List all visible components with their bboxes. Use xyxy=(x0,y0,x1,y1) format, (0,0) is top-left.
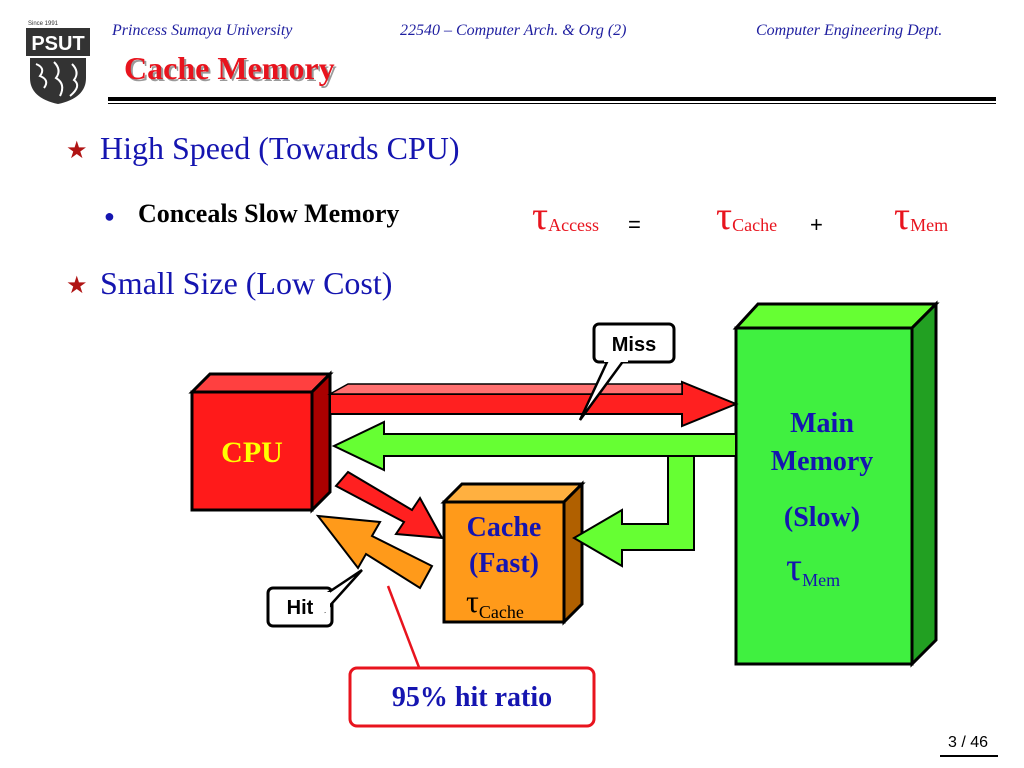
cpu-label: CPU xyxy=(221,436,283,469)
cache-tau: τCache xyxy=(466,583,524,622)
main-memory-tau: τMem xyxy=(786,544,840,590)
cpu-box xyxy=(188,370,334,514)
bullet-small-size: Small Size (Low Cost) xyxy=(100,265,393,301)
page-number: 3 / 46 xyxy=(948,734,989,751)
header-rule-thick xyxy=(108,97,996,101)
cache-label-line2: (Fast) xyxy=(469,548,539,579)
green-arrow-to-cache xyxy=(572,455,695,568)
orange-arrow-to-cpu xyxy=(315,514,434,590)
tau-cache: τCache xyxy=(716,193,778,238)
equals-sign: = xyxy=(628,212,641,237)
slide-title: Cache Memory xyxy=(124,50,335,86)
logo-text: PSUT xyxy=(31,33,84,55)
page-number-underline xyxy=(940,755,998,757)
hit-ratio-label: 95% hit ratio xyxy=(392,682,552,713)
miss-label: Miss xyxy=(612,334,656,356)
tau-mem: τMem xyxy=(894,193,949,238)
bullet-star-icon: ★ xyxy=(66,138,88,164)
header-department: Computer Engineering Dept. xyxy=(756,22,943,39)
header-university: Princess Sumaya University xyxy=(112,22,293,39)
main-memory-box xyxy=(732,300,940,668)
bullet-high-speed: High Speed (Towards CPU) xyxy=(100,130,460,166)
red-arrow-to-memory xyxy=(327,380,739,428)
tau-access: τAccess xyxy=(532,193,600,238)
cache-box xyxy=(440,480,586,626)
sub-bullet-dot-icon: ● xyxy=(104,206,115,226)
miss-callout xyxy=(578,322,676,421)
main-memory-label-line1: Main xyxy=(790,408,854,439)
sub-bullet-conceals: Conceals Slow Memory xyxy=(138,199,400,228)
logo-since-text: Since 1991 xyxy=(28,21,59,27)
header-course: 22540 – Computer Arch. & Org (2) xyxy=(400,22,627,39)
hit-callout xyxy=(266,568,363,628)
bullet-star-icon: ★ xyxy=(66,273,88,299)
hit-label: Hit xyxy=(287,597,314,619)
main-memory-label-line2: Memory xyxy=(771,446,874,477)
plus-sign: + xyxy=(810,212,823,237)
red-arrow-to-cache xyxy=(334,470,444,540)
cache-label-line1: Cache xyxy=(467,512,542,543)
header-rule-thin xyxy=(108,103,996,104)
university-logo: Since 1991 PSUT xyxy=(26,16,90,106)
hit-ratio-callout xyxy=(348,585,596,728)
main-memory-label-line3: (Slow) xyxy=(784,502,860,533)
